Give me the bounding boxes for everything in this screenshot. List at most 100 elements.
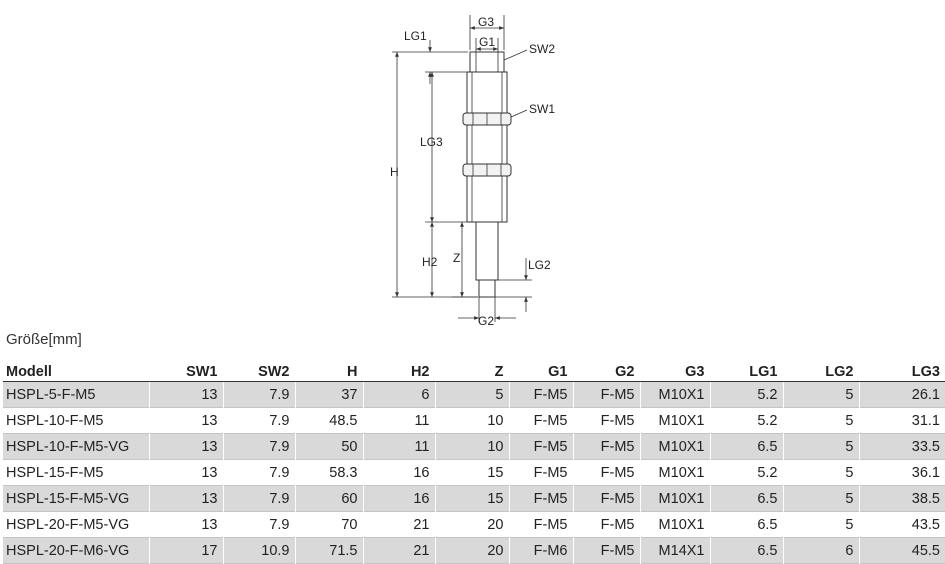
size-caption: Größe[mm] — [6, 331, 82, 348]
column-header-z: Z — [434, 354, 509, 382]
cell-model: HSPL-10-F-M5-VG — [3, 433, 149, 460]
column-header-h2: H2 — [362, 354, 435, 382]
label-sw1: SW1 — [529, 102, 555, 116]
cell-z: 10 — [434, 407, 509, 434]
cell-lg3: 43.5 — [858, 511, 945, 538]
cell-g1: F-M5 — [508, 485, 573, 512]
cell-h: 60 — [294, 485, 363, 512]
cell-h: 37 — [294, 381, 363, 408]
cell-g2: F-M5 — [572, 407, 640, 434]
cell-lg3: 38.5 — [858, 485, 945, 512]
cell-lg1: 5.2 — [709, 381, 783, 408]
cell-model: HSPL-20-F-M6-VG — [3, 537, 149, 564]
label-lg2: LG2 — [528, 258, 551, 272]
cell-g1: F-M5 — [508, 511, 573, 538]
cell-sw2: 7.9 — [222, 381, 295, 408]
cell-lg2: 6 — [782, 537, 859, 564]
cell-h: 71.5 — [294, 537, 363, 564]
cell-z: 5 — [434, 381, 509, 408]
cell-model: HSPL-20-F-M5-VG — [3, 511, 149, 538]
label-g3: G3 — [478, 15, 494, 29]
cell-g2: F-M5 — [572, 537, 640, 564]
cell-g2: F-M5 — [572, 485, 640, 512]
cell-g3: M10X1 — [639, 511, 710, 538]
cell-sw2: 7.9 — [222, 433, 295, 460]
cell-g1: F-M5 — [508, 407, 573, 434]
cell-g1: F-M5 — [508, 459, 573, 486]
label-z: Z — [453, 251, 460, 265]
cell-g3: M10X1 — [639, 485, 710, 512]
cell-model: HSPL-10-F-M5 — [3, 407, 149, 434]
label-sw2: SW2 — [529, 42, 555, 56]
cell-h: 48.5 — [294, 407, 363, 434]
cell-lg1: 6.5 — [709, 511, 783, 538]
cell-h2: 11 — [362, 407, 435, 434]
cell-g3: M10X1 — [639, 433, 710, 460]
cell-h2: 11 — [362, 433, 435, 460]
cell-model: HSPL-15-F-M5 — [3, 459, 149, 486]
cell-lg1: 6.5 — [709, 433, 783, 460]
cell-sw1: 17 — [148, 537, 223, 564]
label-h2: H2 — [422, 255, 438, 269]
column-header-h: H — [294, 354, 363, 382]
cell-sw2: 7.9 — [222, 407, 295, 434]
cell-g3: M10X1 — [639, 381, 710, 408]
cell-lg3: 33.5 — [858, 433, 945, 460]
cell-lg1: 5.2 — [709, 407, 783, 434]
column-header-g2: G2 — [572, 354, 640, 382]
cell-z: 20 — [434, 537, 509, 564]
cell-lg2: 5 — [782, 511, 859, 538]
cell-g2: F-M5 — [572, 381, 640, 408]
cell-g1: F-M5 — [508, 433, 573, 460]
label-h: H — [390, 165, 399, 179]
cell-g3: M10X1 — [639, 459, 710, 486]
cell-g3: M14X1 — [639, 537, 710, 564]
cell-g1: F-M5 — [508, 381, 573, 408]
cell-z: 10 — [434, 433, 509, 460]
cell-lg2: 5 — [782, 433, 859, 460]
label-lg1: LG1 — [404, 29, 427, 43]
cell-lg2: 5 — [782, 459, 859, 486]
cell-sw1: 13 — [148, 381, 223, 408]
label-g2: G2 — [478, 314, 494, 328]
column-header-sw1: SW1 — [148, 354, 223, 382]
cell-sw1: 13 — [148, 511, 223, 538]
cell-sw2: 10.9 — [222, 537, 295, 564]
cell-lg2: 5 — [782, 407, 859, 434]
cell-lg1: 6.5 — [709, 485, 783, 512]
cell-sw2: 7.9 — [222, 511, 295, 538]
cell-lg3: 26.1 — [858, 381, 945, 408]
cell-g1: F-M6 — [508, 537, 573, 564]
column-header-modell: Modell — [3, 354, 149, 382]
cell-lg1: 5.2 — [709, 459, 783, 486]
dimension-lines — [392, 15, 532, 322]
column-header-lg3: LG3 — [858, 354, 945, 382]
column-header-lg2: LG2 — [782, 354, 859, 382]
part-outline — [462, 51, 512, 298]
cell-sw1: 13 — [148, 459, 223, 486]
cell-sw1: 13 — [148, 433, 223, 460]
cell-h2: 21 — [362, 511, 435, 538]
cell-h2: 16 — [362, 459, 435, 486]
cell-h: 50 — [294, 433, 363, 460]
column-header-g1: G1 — [508, 354, 573, 382]
label-lg3: LG3 — [420, 135, 443, 149]
cell-g2: F-M5 — [572, 459, 640, 486]
cell-h: 70 — [294, 511, 363, 538]
cell-z: 20 — [434, 511, 509, 538]
column-header-lg1: LG1 — [709, 354, 783, 382]
cell-lg3: 31.1 — [858, 407, 945, 434]
column-header-g3: G3 — [639, 354, 710, 382]
cell-sw2: 7.9 — [222, 459, 295, 486]
cell-h: 58.3 — [294, 459, 363, 486]
